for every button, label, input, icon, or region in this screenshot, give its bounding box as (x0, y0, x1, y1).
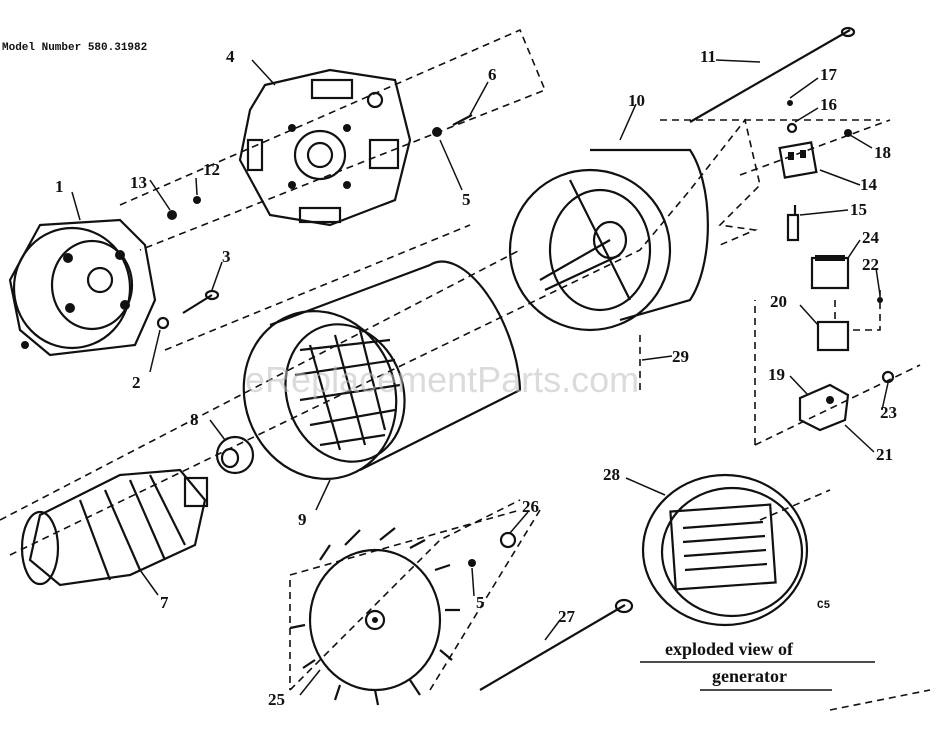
caption-line-1: exploded view of (665, 639, 794, 659)
part-label: 8 (190, 410, 199, 429)
bearing-part (215, 435, 255, 475)
caption-line-2: generator (712, 666, 787, 686)
part-label: 6 (488, 65, 497, 84)
armature-part (20, 468, 209, 587)
part-label: 5 (462, 190, 471, 209)
stator-frame-part (242, 260, 522, 480)
part-label: 24 (862, 228, 880, 247)
through-rod-part (689, 26, 856, 123)
part-label: 3 (222, 247, 231, 266)
part-label: 21 (876, 445, 893, 464)
long-bolt-part (479, 598, 634, 691)
part-label: 13 (130, 173, 147, 192)
capacitor-bracket-part (798, 255, 895, 432)
figure-code: C5 (817, 600, 831, 612)
part-label: 17 (820, 65, 838, 84)
part-label: 26 (522, 497, 539, 516)
part-label: 11 (700, 47, 716, 66)
housing-cylinder-part (508, 148, 709, 332)
part-label: 16 (820, 95, 837, 114)
leader-lines (71, 59, 889, 696)
end-bell-housing-part (8, 218, 157, 357)
bolt-part (156, 289, 220, 330)
part-label: 18 (874, 143, 891, 162)
part-label: 5 (476, 593, 485, 612)
part-label: 20 (770, 292, 787, 311)
part-label: 27 (558, 607, 576, 626)
part-label: 4 (226, 47, 235, 66)
part-label: 1 (55, 177, 64, 196)
terminal-block-part (778, 100, 852, 242)
model-number-text: Model Number 580.31982 (2, 42, 147, 54)
fan-hardware (468, 531, 517, 567)
part-label: 14 (860, 175, 878, 194)
part-label: 9 (298, 510, 307, 529)
part-label: 25 (268, 690, 285, 709)
part-label: 19 (768, 365, 785, 384)
part-label: 12 (203, 160, 220, 179)
part-label: 22 (862, 255, 879, 274)
part-label: 10 (628, 91, 645, 110)
part-label: 28 (603, 465, 620, 484)
part-label: 2 (132, 373, 141, 392)
part-label: 29 (672, 347, 689, 366)
part-labels: 1 2 3 4 5 5 6 7 8 9 10 11 12 13 14 15 16… (55, 47, 897, 709)
part-label: 23 (880, 403, 897, 422)
watermark-text: eReplacementParts.com (245, 359, 639, 400)
small-hardware (167, 114, 473, 220)
part-label: 15 (850, 200, 867, 219)
fan-part (289, 527, 460, 706)
caption-block: exploded view of generator (640, 639, 875, 691)
end-plate-part (238, 68, 412, 227)
end-cover-part (641, 473, 809, 627)
part-label: 7 (160, 593, 169, 612)
